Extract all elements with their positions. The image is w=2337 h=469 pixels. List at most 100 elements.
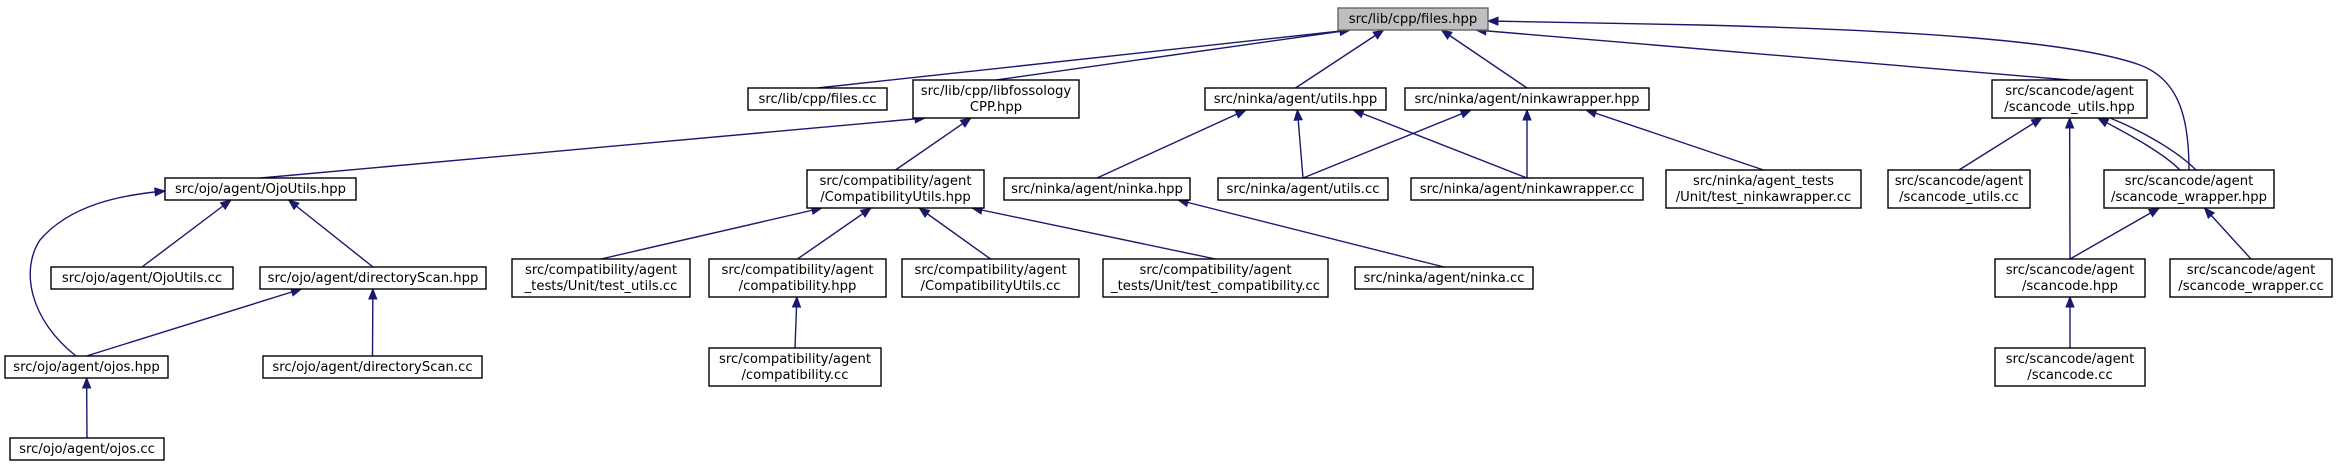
dependency-edge bbox=[970, 205, 1216, 260]
edge-arrowhead bbox=[959, 117, 972, 128]
node-box bbox=[1665, 169, 1862, 209]
edge-line bbox=[971, 207, 1216, 260]
file-node-ojos-hpp[interactable]: src/ojo/agent/ojos.hpp bbox=[4, 355, 169, 379]
dependency-edge bbox=[1440, 29, 1528, 89]
file-node-files-hpp[interactable]: src/lib/cpp/files.hpp bbox=[1337, 7, 1489, 31]
file-node-compat-hpp[interactable]: src/compatibility/agent/compatibility.hp… bbox=[708, 258, 887, 298]
dependency-edge bbox=[791, 295, 802, 349]
file-node-scancode-wrapper-cc[interactable]: src/scancode/agent/scancode_wrapper.cc bbox=[2169, 258, 2333, 298]
file-node-ninka-utils-hpp[interactable]: src/ninka/agent/utils.hpp bbox=[1204, 87, 1387, 111]
edge-line bbox=[2097, 117, 2181, 171]
node-label: _tests/Unit/test_compatibility.cc bbox=[1110, 279, 1320, 294]
file-node-compat-test-compat[interactable]: src/compatibility/agent_tests/Unit/test_… bbox=[1102, 258, 1329, 298]
file-node-scancode-wrapper-hpp[interactable]: src/scancode/agent/scancode_wrapper.hpp bbox=[2103, 169, 2275, 209]
edge-line bbox=[600, 207, 823, 260]
file-node-test-ninkawrapper[interactable]: src/ninka/agent_tests/Unit/test_ninkawra… bbox=[1665, 169, 1862, 209]
file-node-dirscan-cc[interactable]: src/ojo/agent/directoryScan.cc bbox=[262, 355, 483, 379]
dependency-edge bbox=[1096, 109, 1248, 179]
edge-line bbox=[1177, 199, 1445, 268]
edge-arrowhead bbox=[1459, 109, 1473, 119]
file-node-dirscan-hpp[interactable]: src/ojo/agent/directoryScan.hpp bbox=[259, 266, 487, 290]
file-node-ojos-cc[interactable]: src/ojo/agent/ojos.cc bbox=[9, 437, 165, 461]
dependency-edge bbox=[797, 207, 873, 260]
file-node-scancode-utils-cc[interactable]: src/scancode/agent/scancode_utils.cc bbox=[1887, 169, 2031, 209]
edge-line bbox=[288, 199, 374, 268]
node-label: /CompatibilityUtils.hpp bbox=[820, 190, 971, 205]
file-node-ninkawrapper-cc[interactable]: src/ninka/agent/ninkawrapper.cc bbox=[1410, 177, 1644, 201]
node-box bbox=[901, 258, 1080, 298]
node-box bbox=[2103, 169, 2275, 209]
node-box bbox=[2169, 258, 2333, 298]
edge-line bbox=[29, 190, 166, 357]
file-node-ojoutils-hpp[interactable]: src/ojo/agent/OjoUtils.hpp bbox=[164, 177, 357, 201]
node-box bbox=[9, 437, 165, 461]
file-node-ninka-hpp[interactable]: src/ninka/agent/ninka.hpp bbox=[1003, 177, 1191, 201]
file-node-ninkawrapper-hpp[interactable]: src/ninka/agent/ninkawrapper.hpp bbox=[1404, 87, 1650, 111]
node-label: src/compatibility/agent bbox=[719, 352, 871, 367]
graph-edges bbox=[29, 16, 2252, 439]
file-node-compat-test-utils[interactable]: src/compatibility/agent_tests/Unit/test_… bbox=[511, 258, 691, 298]
edge-arrowhead bbox=[154, 187, 167, 197]
file-node-scancode-utils-hpp[interactable]: src/scancode/agent/scancode_utils.hpp bbox=[1991, 79, 2148, 119]
node-label: src/scancode/agent bbox=[2006, 352, 2135, 367]
node-label: src/compatibility/agent bbox=[819, 174, 971, 189]
dependency-edge bbox=[2069, 207, 2161, 260]
file-node-compat-utils-hpp[interactable]: src/compatibility/agent/CompatibilityUti… bbox=[806, 169, 985, 209]
node-label: src/ojo/agent/OjoUtils.hpp bbox=[175, 182, 346, 197]
edge-arrowhead bbox=[1234, 109, 1248, 119]
node-box bbox=[708, 347, 882, 387]
edge-line bbox=[995, 29, 1351, 81]
node-box bbox=[1354, 266, 1534, 290]
node-box bbox=[1204, 87, 1387, 111]
edge-arrowhead bbox=[2065, 295, 2075, 308]
node-label: src/scancode/agent bbox=[2005, 84, 2134, 99]
edge-arrowhead bbox=[2096, 117, 2110, 128]
node-label: src/compatibility/agent bbox=[914, 263, 1066, 278]
node-label: src/ninka/agent/ninka.hpp bbox=[1011, 182, 1183, 197]
node-label: /scancode_utils.hpp bbox=[2004, 100, 2134, 115]
edge-line bbox=[817, 29, 1351, 89]
edge-line bbox=[2069, 207, 2160, 260]
dependency-edge bbox=[1352, 109, 1528, 179]
node-label: src/compatibility/agent bbox=[1139, 263, 1291, 278]
edge-arrowhead bbox=[1352, 109, 1365, 119]
dependency-edge bbox=[368, 287, 378, 357]
dependency-edge bbox=[1474, 26, 2070, 81]
node-label: src/scancode/agent bbox=[1895, 174, 2024, 189]
edge-line bbox=[895, 117, 972, 171]
dependency-edge bbox=[895, 117, 972, 171]
node-box bbox=[708, 258, 887, 298]
edge-line bbox=[1295, 29, 1385, 89]
edge-arrowhead bbox=[368, 287, 378, 300]
edge-arrowhead bbox=[1486, 16, 1499, 26]
node-box bbox=[262, 355, 483, 379]
edge-arrowhead bbox=[2064, 116, 2075, 129]
dependency-edge bbox=[2109, 117, 2197, 171]
edge-line bbox=[797, 207, 872, 260]
node-label: _tests/Unit/test_utils.cc bbox=[524, 279, 678, 294]
node-box bbox=[511, 258, 691, 298]
dependency-edge bbox=[260, 114, 927, 179]
file-node-compat-cc[interactable]: src/compatibility/agent/compatibility.cc bbox=[708, 347, 882, 387]
node-label: src/ninka/agent_tests bbox=[1693, 174, 1834, 189]
file-node-ninka-cc[interactable]: src/ninka/agent/ninka.cc bbox=[1354, 266, 1534, 290]
file-node-ninka-utils-cc[interactable]: src/ninka/agent/utils.cc bbox=[1217, 177, 1389, 201]
node-label: src/lib/cpp/files.cc bbox=[759, 92, 877, 107]
edge-line bbox=[918, 207, 991, 260]
file-node-ojoutils-cc[interactable]: src/ojo/agent/OjoUtils.cc bbox=[50, 266, 234, 290]
edge-line bbox=[1585, 109, 1764, 171]
node-box bbox=[1217, 177, 1389, 201]
edge-arrowhead bbox=[1372, 29, 1385, 40]
edge-line bbox=[2203, 207, 2252, 260]
edge-line bbox=[1296, 109, 1304, 179]
edge-arrowhead bbox=[219, 199, 232, 211]
file-node-compat-utils-cc[interactable]: src/compatibility/agent/CompatibilityUti… bbox=[901, 258, 1080, 298]
node-box bbox=[1410, 177, 1644, 201]
file-node-scancode-cc[interactable]: src/scancode/agent/scancode.cc bbox=[1994, 347, 2146, 387]
edge-line bbox=[141, 199, 232, 268]
file-node-files-cc[interactable]: src/lib/cpp/files.cc bbox=[747, 87, 888, 111]
node-label: /scancode.hpp bbox=[2022, 279, 2118, 294]
file-node-scancode-hpp[interactable]: src/scancode/agent/scancode.hpp bbox=[1994, 258, 2146, 298]
